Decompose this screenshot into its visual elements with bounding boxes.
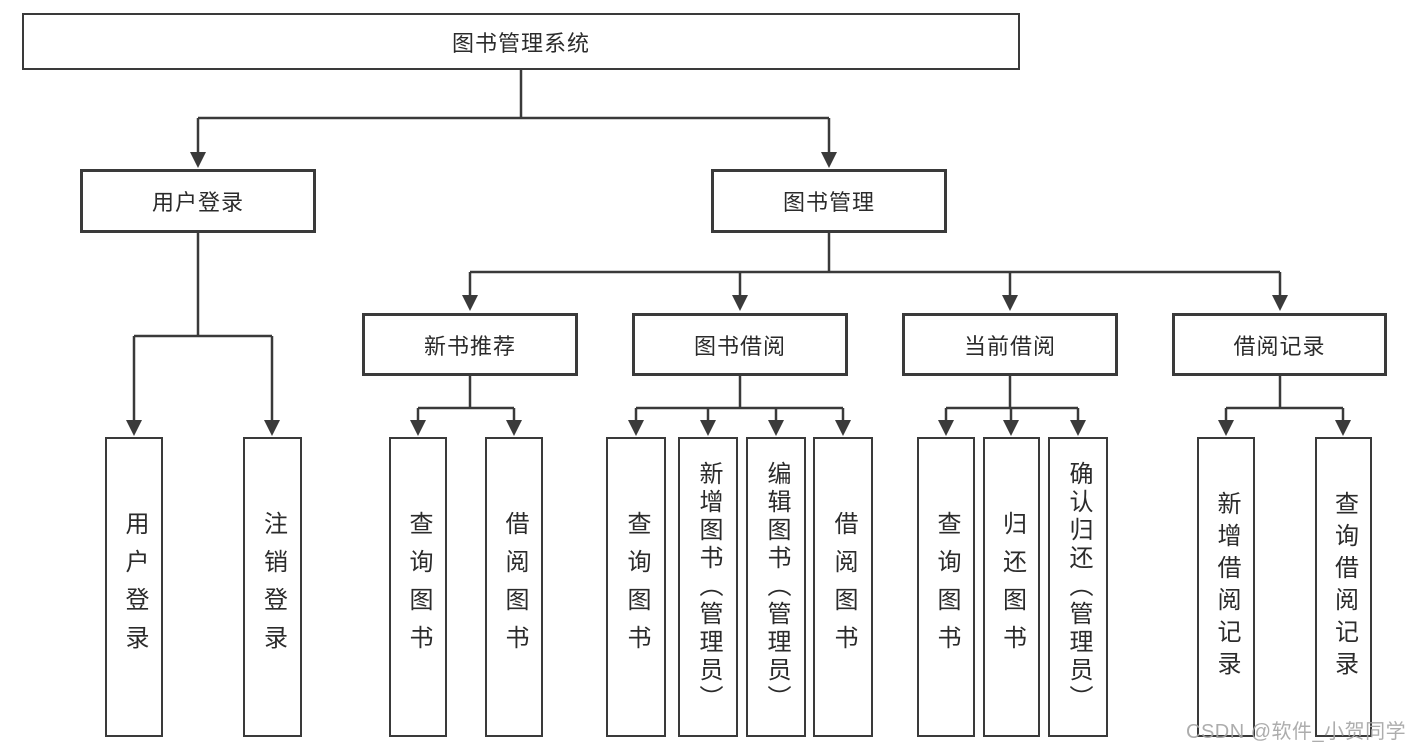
leaf-borrow-books: 借阅图书 [813,437,873,737]
node-user-login: 用户登录 [80,169,316,233]
leaf-query-books-current: 查询图书 [917,437,975,737]
leaf-query-books-borrowing: 查询图书 [606,437,666,737]
node-library-management-system: 图书管理系统 [22,13,1020,70]
leaf-add-borrow-record: 新增借阅记录 [1197,437,1255,737]
leaf-confirm-return-admin: 确认归还（管理员） [1048,437,1108,737]
leaf-add-book-admin: 新增图书（管理员） [678,437,738,737]
node-new-book-recommendation: 新书推荐 [362,313,578,376]
leaf-edit-book-admin: 编辑图书（管理员） [746,437,806,737]
leaf-return-book: 归还图书 [983,437,1040,737]
node-book-management: 图书管理 [711,169,947,233]
arrowheads [126,152,1351,436]
leaf-query-books-recommend: 查询图书 [389,437,447,737]
node-current-borrowing: 当前借阅 [902,313,1118,376]
leaf-user-login: 用户登录 [105,437,163,737]
node-book-borrowing: 图书借阅 [632,313,848,376]
node-borrowing-records: 借阅记录 [1172,313,1387,376]
leaf-borrow-books-recommend: 借阅图书 [485,437,543,737]
leaf-logout: 注销登录 [243,437,302,737]
watermark: CSDN @软件_小贺同学 [1186,721,1405,743]
leaf-query-borrow-record: 查询借阅记录 [1315,437,1372,737]
